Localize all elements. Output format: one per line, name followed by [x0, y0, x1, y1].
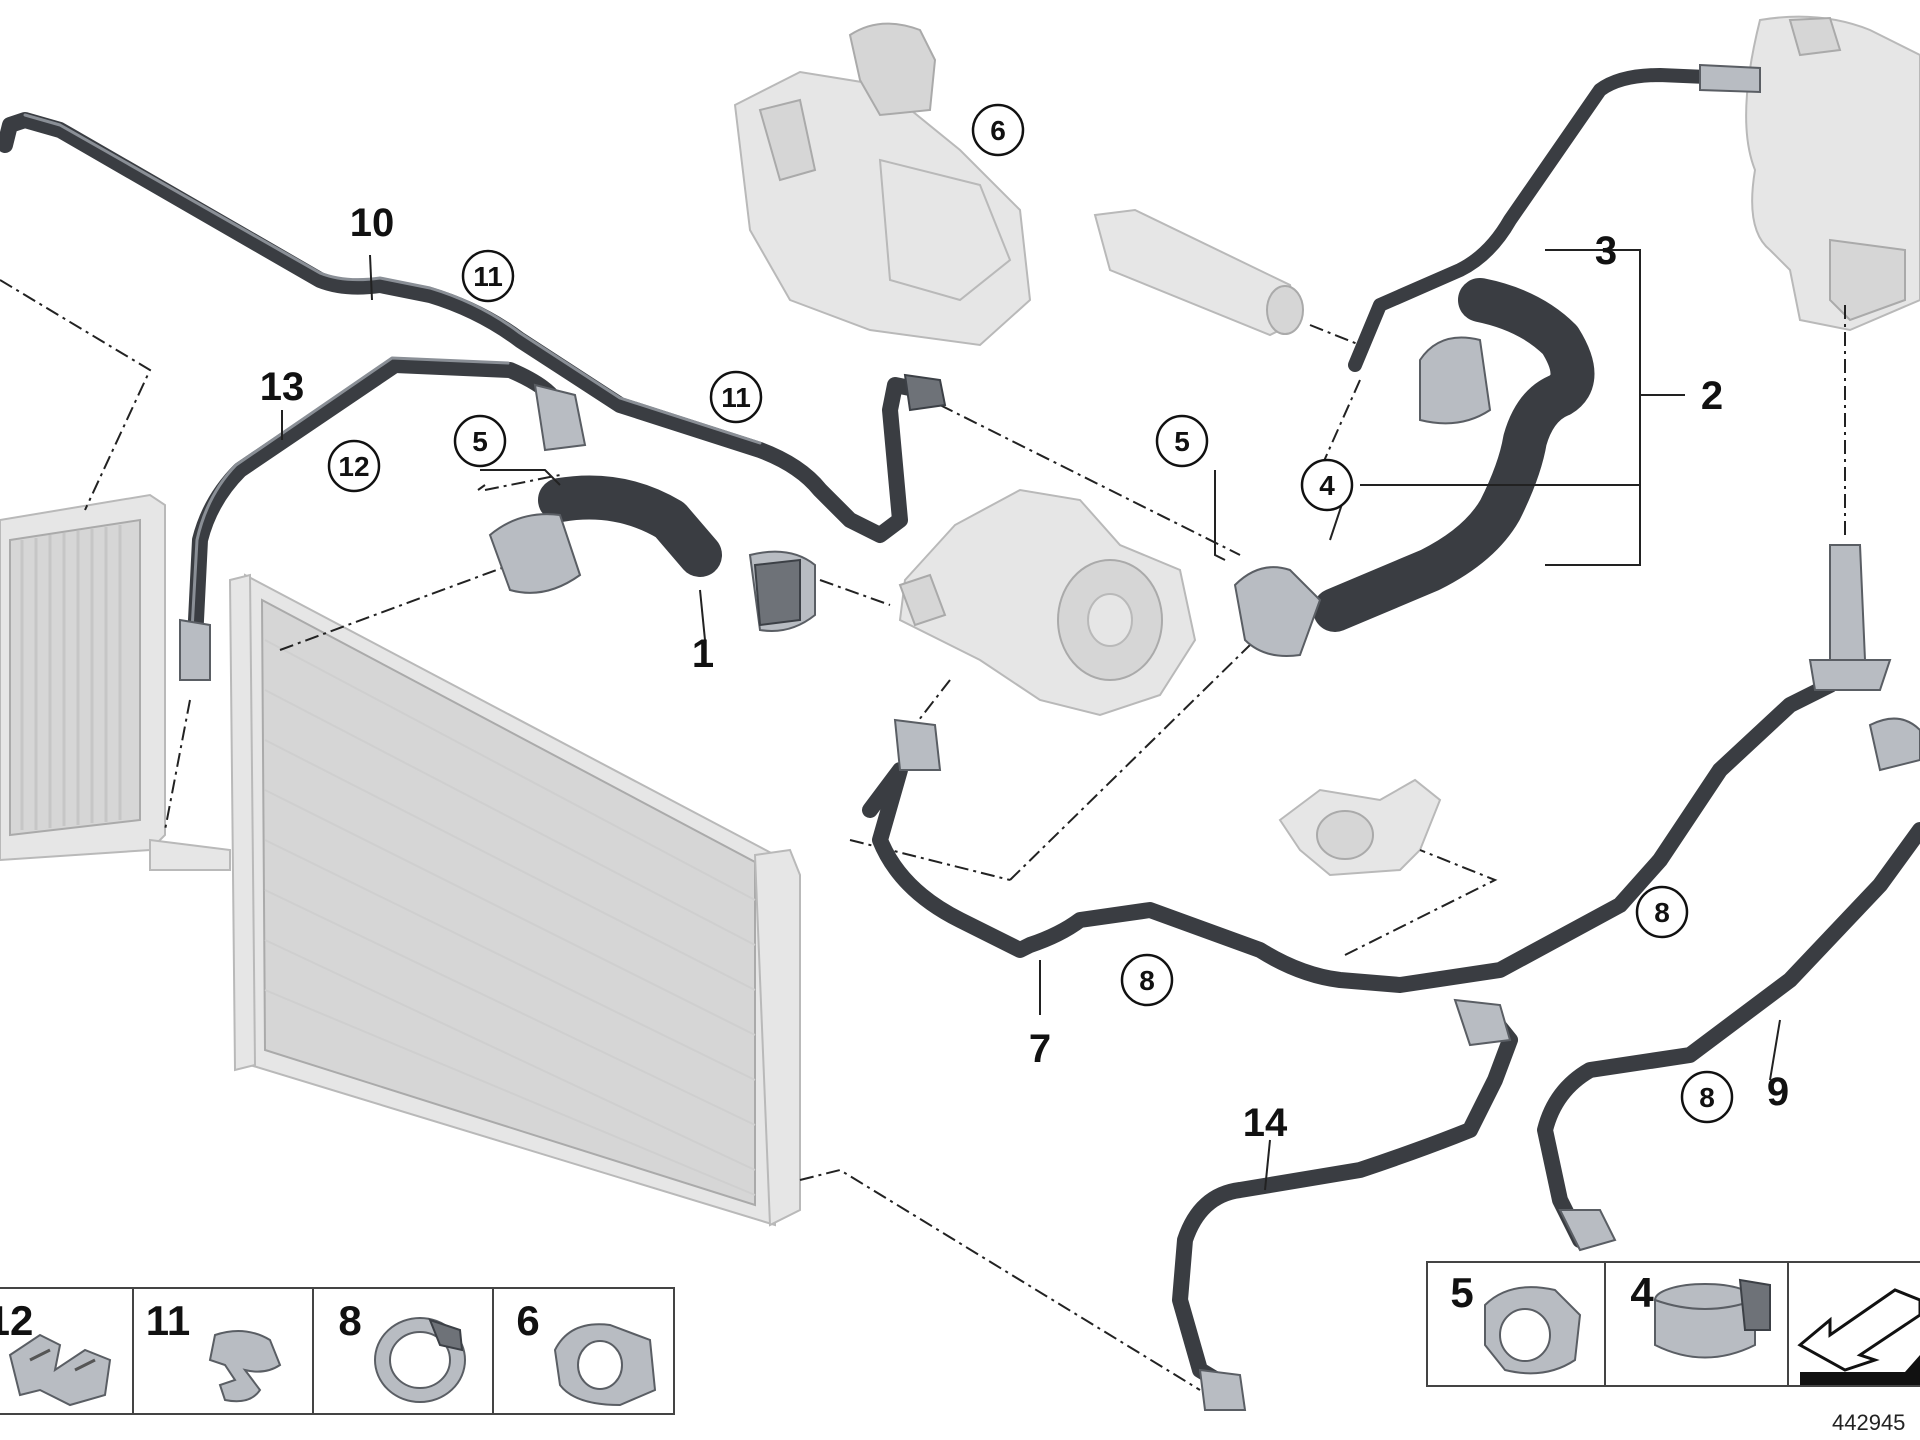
svg-text:12: 12	[0, 1297, 33, 1344]
circled-callout-8a: 8	[1120, 953, 1174, 1007]
legend-table-right: 5 4	[1426, 1261, 1920, 1387]
circled-callout-5a: 5	[453, 414, 507, 468]
legend-cell-5: 5	[1450, 1269, 1582, 1375]
hose-10	[0, 112, 947, 543]
band-clamp-icon	[1654, 1278, 1771, 1359]
direction-arrow-icon	[1797, 1288, 1920, 1385]
double-clip-icon	[8, 1333, 112, 1407]
hose-14	[1172, 998, 1518, 1411]
svg-text:8: 8	[1654, 897, 1670, 928]
svg-text:5: 5	[1174, 426, 1190, 457]
svg-text:5: 5	[472, 426, 488, 457]
circled-callout-5b: 5	[1155, 414, 1209, 468]
auxiliary-radiator	[0, 493, 231, 871]
svg-text:11: 11	[473, 261, 503, 292]
legend-cell-11: 11	[146, 1297, 282, 1403]
callout-7: 7	[1029, 1027, 1051, 1071]
hose-1	[488, 475, 816, 632]
hose-13	[179, 356, 587, 681]
connector-icon	[553, 1323, 657, 1407]
svg-text:6: 6	[516, 1297, 539, 1344]
expansion-tank	[1745, 15, 1920, 332]
reference-number: 442945	[1832, 1410, 1905, 1435]
circled-callout-4: 4	[1300, 458, 1354, 512]
circled-callouts: 6 11 11 12 5 5 4 8 8 8	[327, 103, 1734, 1124]
svg-text:4: 4	[1630, 1269, 1654, 1316]
spring-clip-icon	[208, 1330, 282, 1403]
svg-text:11: 11	[721, 382, 751, 413]
svg-text:8: 8	[338, 1297, 361, 1344]
callout-3: 3	[1595, 229, 1617, 273]
circled-callout-12: 12	[327, 439, 381, 493]
tank-connector	[1808, 544, 1892, 691]
electric-coolant-pump	[733, 22, 1032, 347]
callout-2: 2	[1701, 374, 1723, 418]
svg-text:6: 6	[990, 115, 1006, 146]
svg-text:8: 8	[1699, 1082, 1715, 1113]
circled-callout-8b: 8	[1635, 885, 1689, 939]
hose-7	[862, 677, 1838, 993]
svg-text:5: 5	[1450, 1269, 1473, 1316]
legend-table-left: 12 11 8 6	[0, 1287, 675, 1415]
water-pump	[898, 488, 1197, 717]
auxiliary-water-pump	[1278, 778, 1442, 877]
callout-13: 13	[260, 365, 305, 409]
legend-cell-12: 12	[0, 1297, 112, 1407]
svg-text:12: 12	[338, 451, 369, 482]
legend-cell-arrow	[1797, 1288, 1920, 1385]
circled-callout-6: 6	[971, 103, 1025, 157]
quick-connector-icon	[1484, 1286, 1582, 1375]
legend-cell-6: 6	[516, 1297, 657, 1407]
callout-1: 1	[692, 632, 714, 676]
coolant-pipe-section	[1093, 208, 1304, 337]
callout-10: 10	[350, 201, 395, 245]
hose-9	[1537, 717, 1920, 1252]
legend-cell-4: 4	[1630, 1269, 1771, 1359]
svg-text:8: 8	[1139, 965, 1155, 996]
svg-text:11: 11	[146, 1297, 190, 1344]
main-radiator	[228, 573, 801, 1227]
assembly-lines	[0, 279, 1846, 1391]
callout-9: 9	[1767, 1070, 1789, 1114]
legend-cell-8: 8	[338, 1297, 466, 1403]
circled-callout-8c: 8	[1680, 1070, 1734, 1124]
hose-clamp-icon	[374, 1317, 466, 1403]
callouts: 1 2 3 7 9 10 13 14	[260, 201, 1789, 1145]
circled-callout-11b: 11	[709, 370, 763, 424]
hose-3	[1348, 63, 1761, 372]
svg-text:4: 4	[1319, 470, 1335, 501]
callout-14: 14	[1243, 1101, 1288, 1145]
callout-leaders	[281, 249, 1781, 1191]
circled-callout-11a: 11	[461, 249, 515, 303]
hose-2	[1233, 278, 1595, 657]
